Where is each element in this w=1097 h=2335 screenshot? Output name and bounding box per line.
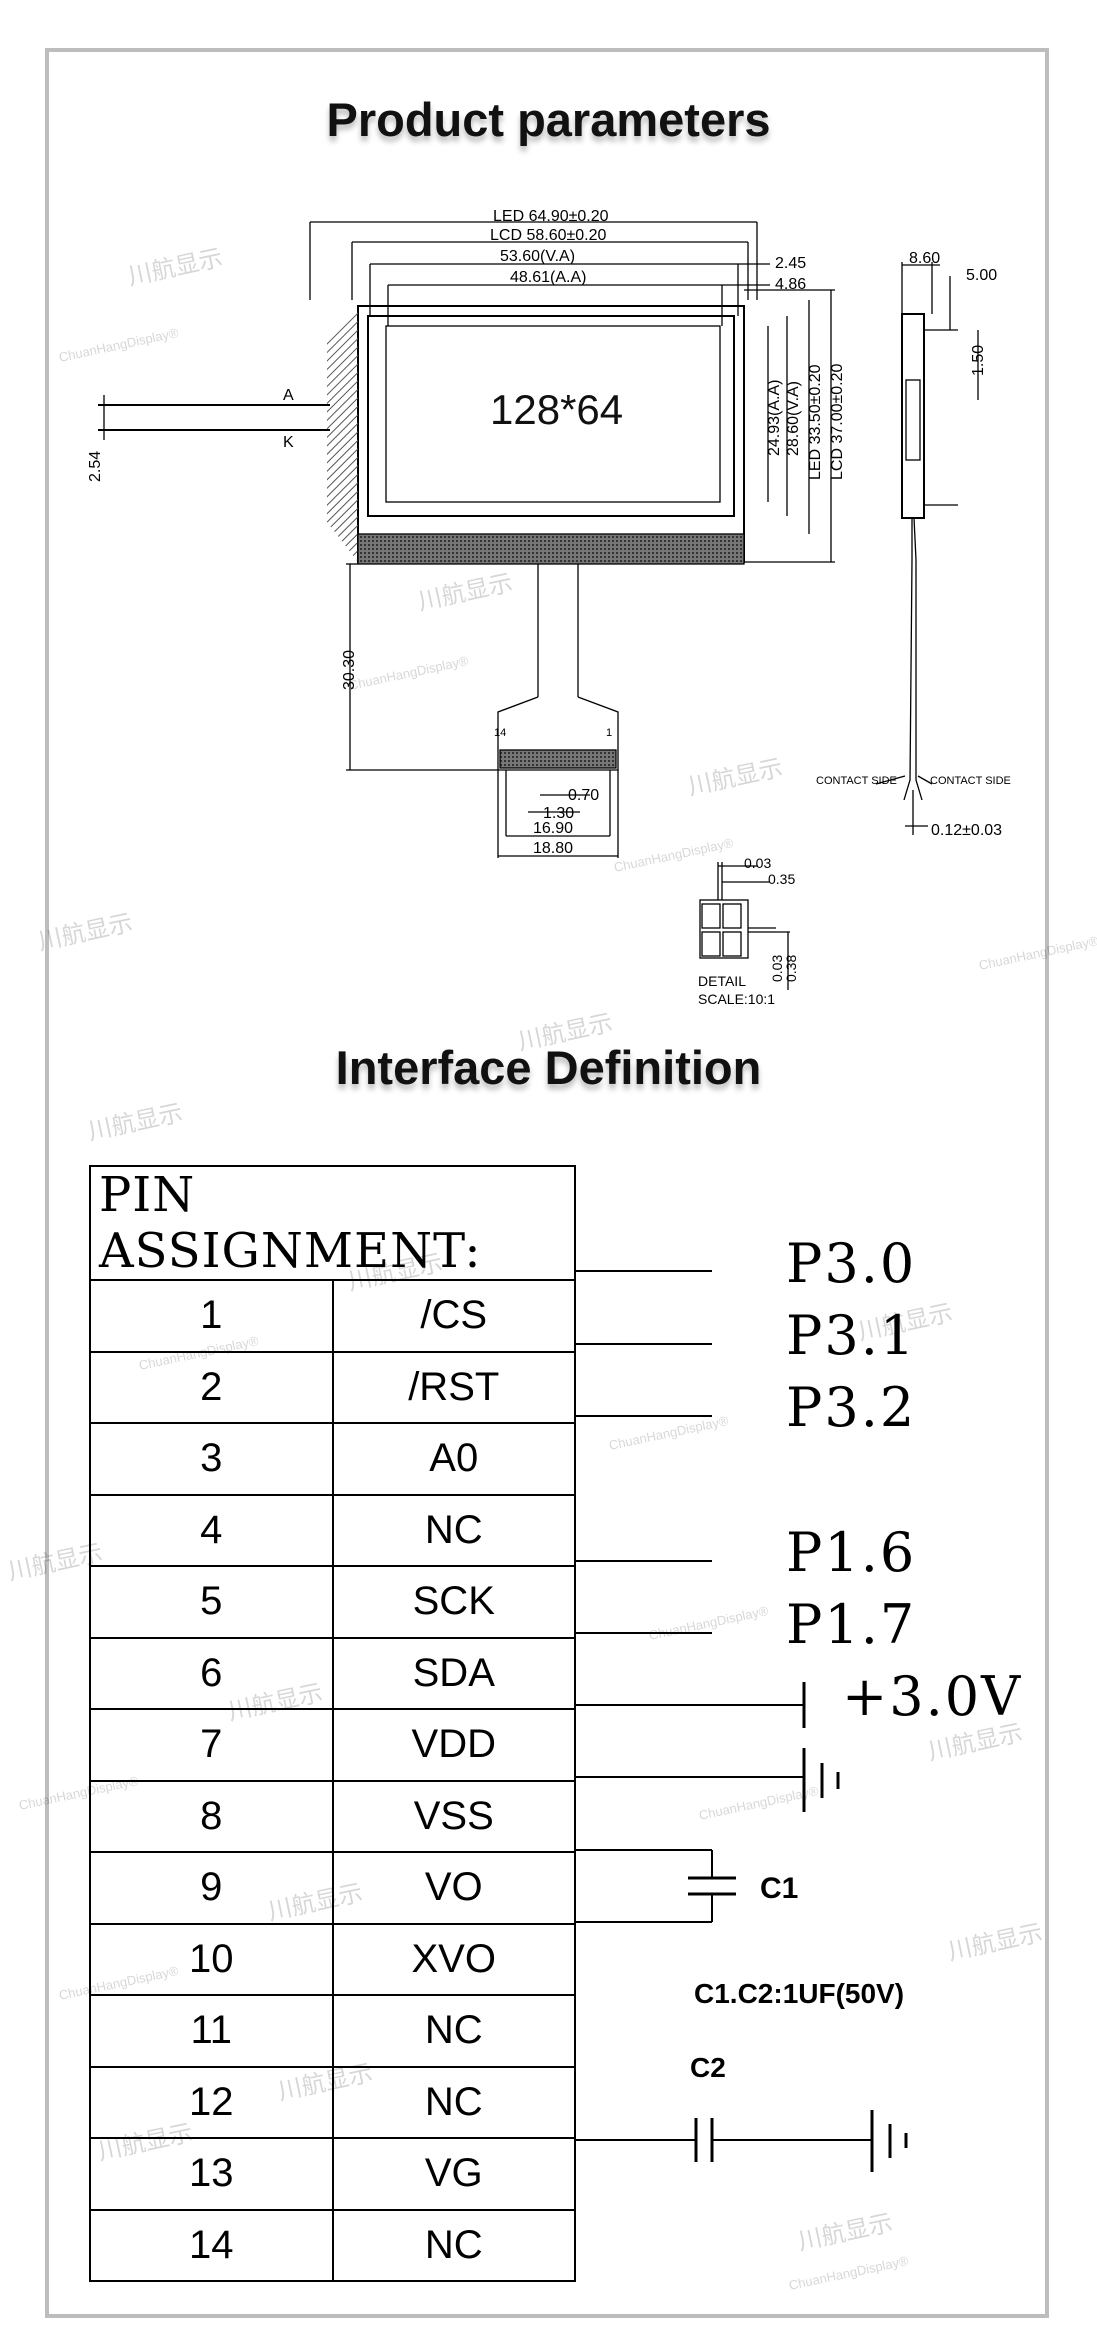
dim-va-height: 28.60(V.A) [785, 381, 802, 456]
dim-offset-a: 2.45 [775, 255, 806, 272]
connection-p16: P1.6 [786, 1521, 917, 1584]
pin-number: 5 [89, 1565, 334, 1639]
pin-number: 13 [89, 2137, 334, 2211]
pin-signal: /CS [331, 1279, 576, 1353]
dim-led-width: LED 64.90±0.20 [493, 208, 609, 225]
table-row: 1/CS [89, 1279, 576, 1353]
connection-p17: P1.7 [786, 1593, 917, 1656]
detail-dim-b: 0.35 [768, 871, 795, 887]
dim-lcd-width: LCD 58.60±0.20 [490, 227, 607, 244]
dim-fpc-pad: 1.30 [543, 805, 574, 822]
pin-signal: NC [331, 2208, 576, 2282]
product-parameters-title: Product parameters [326, 93, 771, 146]
capacitor-c1-label: C1 [760, 1872, 799, 1905]
dim-lcd-height: LCD 37.00±0.20 [829, 363, 846, 480]
pin-signal: NC [331, 2065, 576, 2139]
fpc-pin-first: 14 [494, 727, 506, 739]
pin-signal: VSS [331, 1779, 576, 1853]
pin-number: 2 [89, 1350, 334, 1424]
table-header-row: PIN ASSIGNMENT: [89, 1165, 576, 1281]
connection-p30: P3.0 [786, 1232, 917, 1295]
pin-number: 3 [89, 1422, 334, 1496]
pin-signal: VG [331, 2137, 576, 2211]
pin-signal: SCK [331, 1565, 576, 1639]
cathode-label: K [283, 434, 294, 451]
connection-vdd-voltage: +3.0V [842, 1665, 1023, 1728]
mechanical-drawing: LED 64.90±0.20 LCD 58.60±0.20 53.60(V.A)… [87, 208, 1011, 1007]
pin-signal: NC [331, 1493, 576, 1567]
dim-side-depth: 8.60 [909, 250, 940, 267]
dim-thickness: 0.12±0.03 [931, 822, 1002, 839]
detail-scale: SCALE:10:1 [698, 991, 775, 1007]
pin-number: 12 [89, 2065, 334, 2139]
dim-offset-b: 4.86 [775, 276, 806, 293]
detail-label: DETAIL [698, 973, 746, 989]
pin-number: 1 [89, 1279, 334, 1353]
dim-fpc-length: 30.30 [341, 650, 358, 690]
anode-label: A [283, 387, 294, 404]
detail-dim-c: 0.03 [769, 955, 785, 982]
pin-number: 6 [89, 1636, 334, 1710]
pin-signal: NC [331, 1994, 576, 2068]
fpc-pin-last: 1 [606, 727, 612, 739]
screen-resolution-label: 128*64 [490, 386, 623, 433]
table-row: 2/RST [89, 1350, 576, 1424]
pin-signal: /RST [331, 1350, 576, 1424]
connection-p32: P3.2 [786, 1376, 917, 1439]
pin-number: 14 [89, 2208, 334, 2282]
detail-dim-d: 0.38 [783, 955, 799, 982]
pin-signal: VDD [331, 1708, 576, 1782]
capacitor-value-note: C1.C2:1UF(50V) [694, 1978, 905, 2009]
pin-number: 11 [89, 1994, 334, 2068]
outer-frame [45, 48, 1049, 2318]
capacitor-c2-label: C2 [690, 2052, 726, 2083]
dim-aa-width: 48.61(A.A) [510, 269, 586, 286]
pin-number: 8 [89, 1779, 334, 1853]
dim-fpc-width: 18.80 [533, 840, 573, 857]
pin-signal: A0 [331, 1422, 576, 1496]
detail-dim-a: 0.03 [744, 855, 771, 871]
dim-side-pin: 5.00 [966, 267, 997, 284]
dim-fpc-pins-width: 16.90 [533, 820, 573, 837]
pin-signal: SDA [331, 1636, 576, 1710]
pin-signal: XVO [331, 1922, 576, 1996]
dim-pin-pitch: 2.54 [87, 451, 104, 482]
dim-led-height: LED 33.50±0.20 [807, 364, 824, 480]
pin-signal: VO [331, 1851, 576, 1925]
pin-number: 10 [89, 1922, 334, 1996]
pin-number: 7 [89, 1708, 334, 1782]
pin-number: 9 [89, 1851, 334, 1925]
connection-p31: P3.1 [786, 1304, 917, 1367]
contact-side-left: CONTACT SIDE [816, 775, 897, 787]
pin-number: 4 [89, 1493, 334, 1567]
dim-aa-height: 24.93(A.A) [766, 380, 783, 456]
dim-va-width: 53.60(V.A) [500, 248, 575, 265]
contact-side-right: CONTACT SIDE [930, 775, 1011, 787]
dim-side-offset: 1.50 [970, 345, 987, 376]
pin-assignment-header: PIN ASSIGNMENT: [89, 1165, 576, 1281]
interface-definition-title: Interface Definition [335, 1041, 762, 1094]
dim-fpc-pitch: 0.70 [568, 787, 599, 804]
